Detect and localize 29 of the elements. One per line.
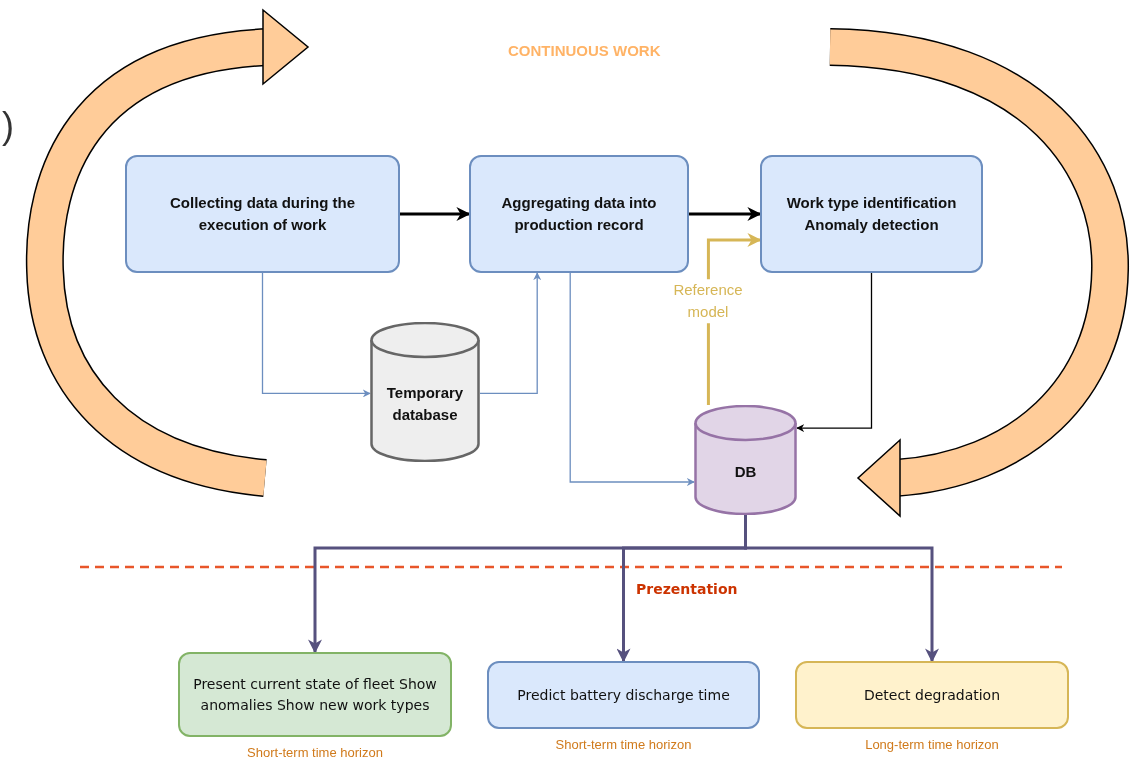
- stray-bracket: ): [2, 108, 14, 144]
- database-cylinder: [694, 405, 797, 515]
- process-box: [795, 661, 1069, 729]
- node-text: Predict battery discharge time: [516, 685, 731, 705]
- arrow: [479, 272, 542, 395]
- process-box: [487, 661, 760, 729]
- arrow: [689, 207, 762, 221]
- process-box: [178, 652, 452, 737]
- process-box: [469, 155, 689, 273]
- arrow: [400, 207, 471, 221]
- arrow: [744, 515, 939, 663]
- node-text: Collecting data during the execution of work: [169, 193, 356, 235]
- arrow: [569, 272, 695, 486]
- arrow: [796, 272, 873, 433]
- process-box: [125, 155, 400, 273]
- section-label: Prezentation: [636, 580, 738, 599]
- arrow: [261, 272, 371, 398]
- process-box: [760, 155, 983, 273]
- time-horizon-caption: Long-term time horizon: [864, 736, 1000, 754]
- node-text: Detect degradation: [862, 685, 1002, 705]
- node-text: Aggregating data into production record: [500, 193, 658, 235]
- section-label: CONTINUOUS WORK: [508, 41, 661, 61]
- time-horizon-caption: Short-term time horizon: [246, 744, 384, 759]
- node-text: DB: [733, 462, 758, 483]
- database-cylinder: [370, 322, 480, 462]
- node-text: Temporary database: [385, 383, 465, 425]
- node-text: Work type identification Anomaly detection: [785, 193, 958, 235]
- node-text: Present current state of fleet Show anomalies Show new work types: [192, 675, 438, 715]
- time-horizon-caption: Short-term time horizon: [554, 736, 693, 754]
